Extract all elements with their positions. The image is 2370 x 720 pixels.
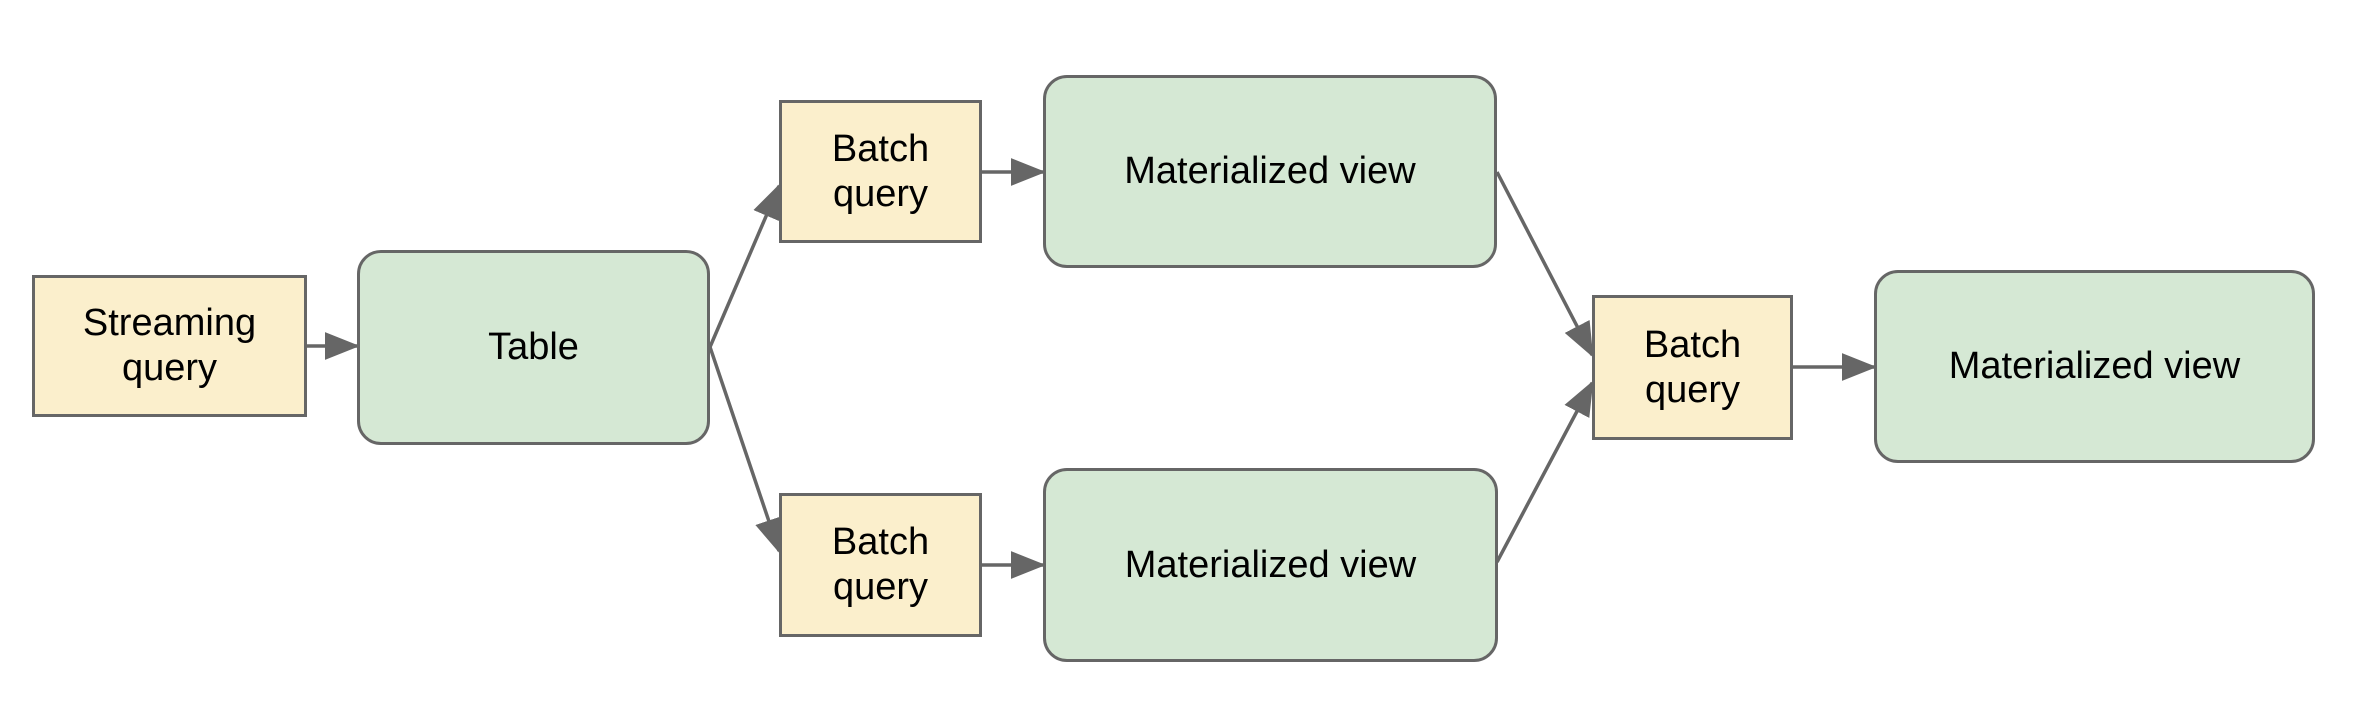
node-batch-query-bottom[interactable]: Batch query xyxy=(779,493,982,637)
node-materialized-view-top[interactable]: Materialized view xyxy=(1043,75,1497,268)
edge-materialized-view-bottom-to-batch-query-join xyxy=(1495,380,1594,563)
node-table[interactable]: Table xyxy=(357,250,710,445)
node-label: Batch query xyxy=(831,127,930,215)
node-label: Batch query xyxy=(1643,323,1742,411)
edge-materialized-view-top-to-batch-query-join xyxy=(1495,171,1594,358)
node-label: Streaming query xyxy=(82,302,257,389)
node-batch-query-top[interactable]: Batch query xyxy=(779,100,982,243)
node-label: Materialized view xyxy=(1124,543,1417,586)
node-label: Materialized view xyxy=(1124,150,1416,193)
edge-table-to-batch-query-top xyxy=(708,183,781,348)
node-label: Batch query xyxy=(831,521,930,608)
edge-table-to-batch-query-bottom xyxy=(708,346,782,554)
node-batch-query-join[interactable]: Batch query xyxy=(1592,295,1793,440)
node-materialized-view-bottom[interactable]: Materialized view xyxy=(1043,468,1498,662)
node-label: Materialized view xyxy=(1948,345,2241,388)
node-materialized-view-final[interactable]: Materialized view xyxy=(1874,270,2315,463)
node-streaming-query[interactable]: Streaming query xyxy=(32,275,307,417)
node-label: Table xyxy=(488,326,579,369)
